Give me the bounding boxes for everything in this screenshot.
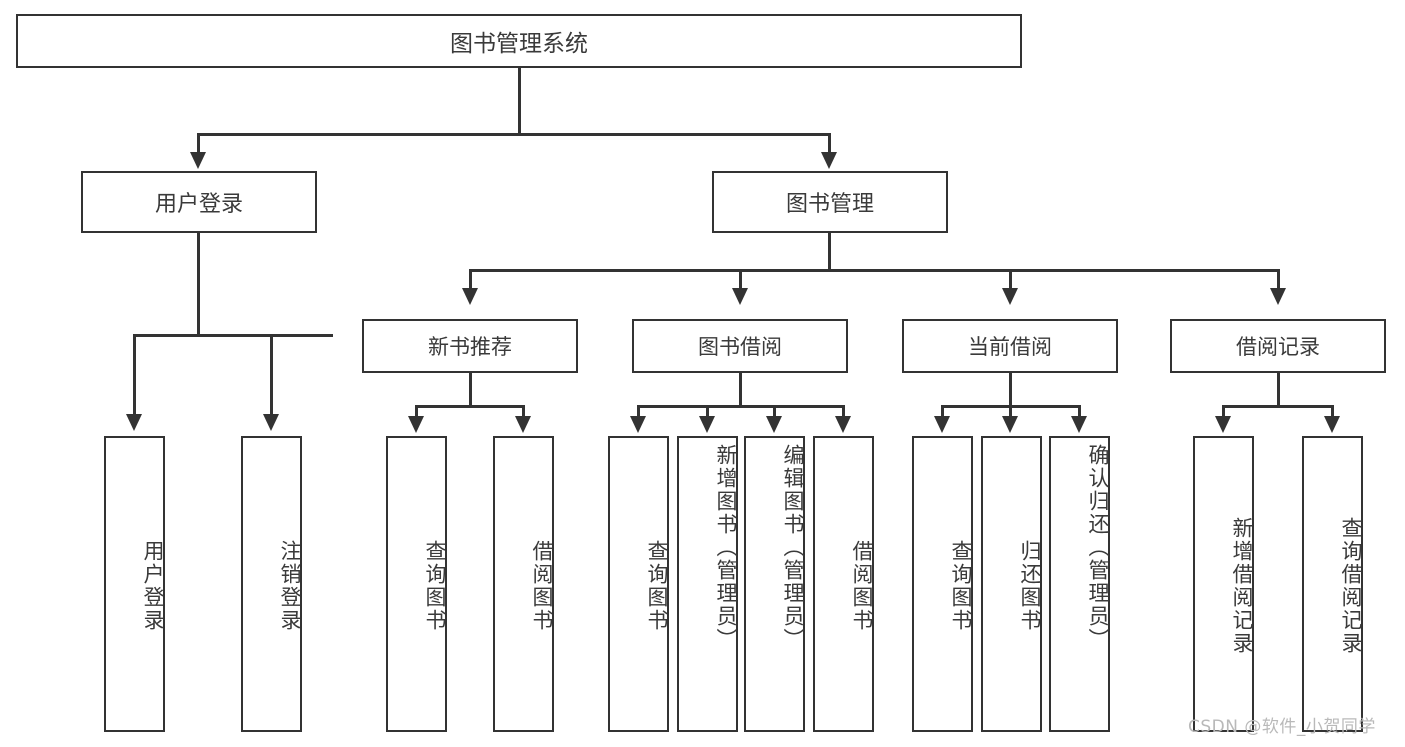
connector-user-login-stem (197, 233, 200, 336)
leaf-book-borrow-borrow[interactable]: 借阅图书 (813, 436, 874, 732)
node-label: 确认归还（管理员） (1086, 444, 1110, 651)
connector-new-book-bus (415, 405, 525, 408)
arrowhead-leaf-book-borrow-2 (699, 416, 715, 433)
node-label: 查询借阅记录 (1339, 517, 1363, 655)
connector-drop-leaf-borrow-records-2 (1331, 405, 1334, 418)
arrowhead-current-borrow (1002, 288, 1018, 305)
connector-drop-leaf-new-book-2 (522, 405, 525, 418)
connector-new-book-stem (469, 373, 472, 408)
connector-book-borrow-stem (739, 373, 742, 408)
arrowhead-leaf-new-book-2 (515, 416, 531, 433)
arrowhead-leaf-current-borrow-1 (934, 416, 950, 433)
watermark-text: CSDN @软件_小贺同学 (1188, 717, 1376, 737)
node-label: 图书管理 (785, 192, 874, 217)
arrowhead-leaf-book-borrow-1 (630, 416, 646, 433)
connector-drop-leaf-book-borrow-4 (842, 405, 845, 418)
node-label: 图书管理系统 (450, 31, 588, 57)
arrowhead-leaf-current-borrow-3 (1071, 416, 1087, 433)
connector-drop-leaf-current-borrow-1 (941, 405, 944, 418)
node-label: 新书推荐 (428, 335, 512, 359)
connector-drop-leaf-current-borrow-3 (1078, 405, 1081, 418)
node-label: 注销登录 (278, 540, 302, 632)
node-label: 用户登录 (154, 192, 243, 217)
leaf-current-borrow-confirm-return[interactable]: 确认归还（管理员） (1049, 436, 1110, 732)
arrowhead-book-manage (821, 152, 837, 169)
node-label: 新增借阅记录 (1230, 517, 1254, 655)
connector-borrow-records-bus (1222, 405, 1334, 408)
arrowhead-user-login (190, 152, 206, 169)
connector-borrow-records-stem (1277, 373, 1280, 408)
connector-current-borrow-stem (1009, 373, 1012, 408)
connector-book-manage-stem (828, 233, 831, 271)
connector-level3-bus (469, 269, 1280, 272)
node-label: 查询图书 (423, 540, 447, 632)
node-root-library-system[interactable]: 图书管理系统 (16, 14, 1022, 68)
leaf-user-login-login[interactable]: 用户登录 (104, 436, 165, 732)
arrowhead-leaf-borrow-records-1 (1215, 416, 1231, 433)
arrowhead-leaf-new-book-1 (408, 416, 424, 433)
connector-drop-book-manage (828, 133, 831, 155)
arrowhead-new-book (462, 288, 478, 305)
connector-drop-new-book (469, 269, 472, 291)
leaf-current-borrow-return[interactable]: 归还图书 (981, 436, 1042, 732)
node-book-borrow[interactable]: 图书借阅 (632, 319, 848, 373)
connector-user-login-bus (133, 334, 333, 337)
node-label: 查询图书 (949, 540, 973, 632)
leaf-user-login-logout[interactable]: 注销登录 (241, 436, 302, 732)
connector-root-stem (518, 68, 521, 134)
connector-level2-bus (197, 133, 831, 136)
node-label: 图书借阅 (698, 335, 782, 359)
connector-drop-leaf-new-book-1 (415, 405, 418, 418)
connector-drop-leaf-user-login-1 (133, 334, 136, 416)
arrowhead-leaf-book-borrow-3 (766, 416, 782, 433)
connector-book-borrow-bus (637, 405, 845, 408)
node-book-management[interactable]: 图书管理 (712, 171, 948, 233)
node-label: 查询图书 (645, 540, 669, 632)
node-label: 归还图书 (1018, 540, 1042, 632)
node-label: 新增图书（管理员） (714, 444, 738, 651)
node-borrow-records[interactable]: 借阅记录 (1170, 319, 1386, 373)
node-new-book-recommend[interactable]: 新书推荐 (362, 319, 578, 373)
connector-drop-leaf-borrow-records-1 (1222, 405, 1225, 418)
connector-drop-user-login (197, 133, 200, 155)
leaf-current-borrow-query[interactable]: 查询图书 (912, 436, 973, 732)
leaf-new-book-query[interactable]: 查询图书 (386, 436, 447, 732)
connector-drop-leaf-book-borrow-2 (706, 405, 709, 418)
node-label: 用户登录 (141, 540, 165, 632)
connector-drop-book-borrow (739, 269, 742, 291)
leaf-book-borrow-edit[interactable]: 编辑图书（管理员） (744, 436, 805, 732)
leaf-borrow-records-add[interactable]: 新增借阅记录 (1193, 436, 1254, 732)
leaf-book-borrow-query[interactable]: 查询图书 (608, 436, 669, 732)
connector-drop-borrow-records (1277, 269, 1280, 291)
arrowhead-leaf-user-login-2 (263, 414, 279, 431)
connector-drop-current-borrow (1009, 269, 1012, 291)
arrowhead-book-borrow (732, 288, 748, 305)
arrowhead-leaf-book-borrow-4 (835, 416, 851, 433)
node-label: 编辑图书（管理员） (781, 444, 805, 651)
leaf-book-borrow-add[interactable]: 新增图书（管理员） (677, 436, 738, 732)
connector-drop-leaf-user-login-2 (270, 334, 273, 416)
connector-drop-leaf-current-borrow-2 (1009, 405, 1012, 418)
node-label: 当前借阅 (968, 335, 1052, 359)
arrowhead-leaf-user-login-1 (126, 414, 142, 431)
leaf-new-book-borrow[interactable]: 借阅图书 (493, 436, 554, 732)
node-user-login[interactable]: 用户登录 (81, 171, 317, 233)
arrowhead-borrow-records (1270, 288, 1286, 305)
node-label: 借阅记录 (1236, 335, 1320, 359)
connector-drop-leaf-book-borrow-1 (637, 405, 640, 418)
arrowhead-leaf-current-borrow-2 (1002, 416, 1018, 433)
leaf-borrow-records-query[interactable]: 查询借阅记录 (1302, 436, 1363, 732)
connector-drop-leaf-book-borrow-3 (773, 405, 776, 418)
node-current-borrow[interactable]: 当前借阅 (902, 319, 1118, 373)
arrowhead-leaf-borrow-records-2 (1324, 416, 1340, 433)
node-label: 借阅图书 (530, 540, 554, 632)
node-label: 借阅图书 (850, 540, 874, 632)
